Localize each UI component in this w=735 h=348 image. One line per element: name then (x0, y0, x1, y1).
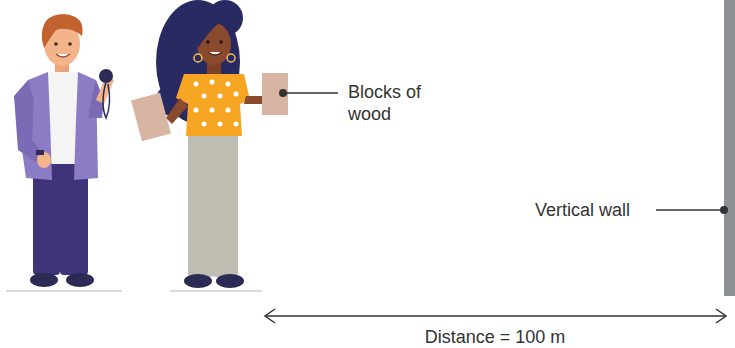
boy-with-stopwatch-part (14, 80, 42, 162)
distance-arrow (265, 309, 726, 323)
distance-arrow-part (265, 315, 726, 317)
girl-with-blocks-part (188, 132, 214, 277)
boy-with-stopwatch (14, 14, 114, 287)
distance-arrow-part (265, 309, 275, 323)
girl-with-blocks-part (194, 54, 202, 62)
boy-with-stopwatch-part (99, 69, 113, 83)
girl-with-blocks-part (227, 54, 235, 62)
girl-with-blocks-part (194, 80, 239, 127)
girl-with-blocks-part (184, 274, 212, 288)
girl-with-blocks-part (208, 52, 222, 55)
boy-with-stopwatch-part (66, 273, 94, 287)
distance-arrow-part (716, 309, 726, 323)
girl-with-blocks-part (166, 98, 188, 124)
boy-with-stopwatch-part (36, 150, 44, 155)
vertical-wall (724, 0, 735, 296)
girl-with-blocks-part-part (226, 108, 231, 113)
girl-with-blocks (156, 0, 266, 288)
girl-with-blocks-part (212, 132, 238, 277)
leader-line (279, 89, 728, 214)
girl-with-blocks-part (196, 21, 220, 48)
ground-line-part (170, 290, 262, 292)
girl-with-blocks-part (216, 274, 244, 288)
boy-with-stopwatch-part (103, 82, 110, 118)
leader-line-part (283, 92, 338, 94)
wood-block-part (131, 93, 171, 141)
ground-line (6, 291, 262, 292)
girl-with-blocks-part-part (210, 108, 215, 113)
leader-line-part (720, 206, 728, 214)
girl-with-blocks-part (176, 74, 250, 136)
girl-with-blocks-part-part (202, 122, 207, 127)
boy-with-stopwatch-part (68, 42, 72, 46)
girl-with-blocks-part-part (194, 82, 199, 87)
ground-line-part (6, 290, 122, 292)
leader-line-part (656, 209, 722, 211)
girl-with-blocks-part-part (234, 92, 239, 97)
label-text: Distance = 100 m (395, 326, 595, 348)
girl-with-blocks-part (219, 40, 223, 44)
label-text: Blocks of wood (348, 81, 422, 125)
girl-with-blocks-part-part (210, 80, 215, 85)
girl-with-blocks-part-part (226, 82, 231, 87)
boy-with-stopwatch-part (46, 72, 80, 164)
girl-with-blocks-part-part (218, 122, 223, 127)
leader-line-part (279, 89, 287, 97)
label-text: Vertical wall (535, 199, 655, 221)
girl-with-blocks-part-part (194, 108, 199, 113)
girl-with-blocks-part (206, 40, 210, 44)
wood-block-part (262, 73, 288, 115)
girl-with-blocks-part-part (218, 94, 223, 99)
wood-block (131, 73, 288, 141)
girl-with-blocks-part-part (234, 122, 239, 127)
boy-with-stopwatch-part (30, 273, 58, 287)
boy-with-stopwatch-part (54, 42, 58, 46)
girl-with-blocks-part-part (202, 94, 207, 99)
boy-with-stopwatch-part (56, 54, 70, 57)
boy-with-stopwatch-part (42, 14, 83, 48)
